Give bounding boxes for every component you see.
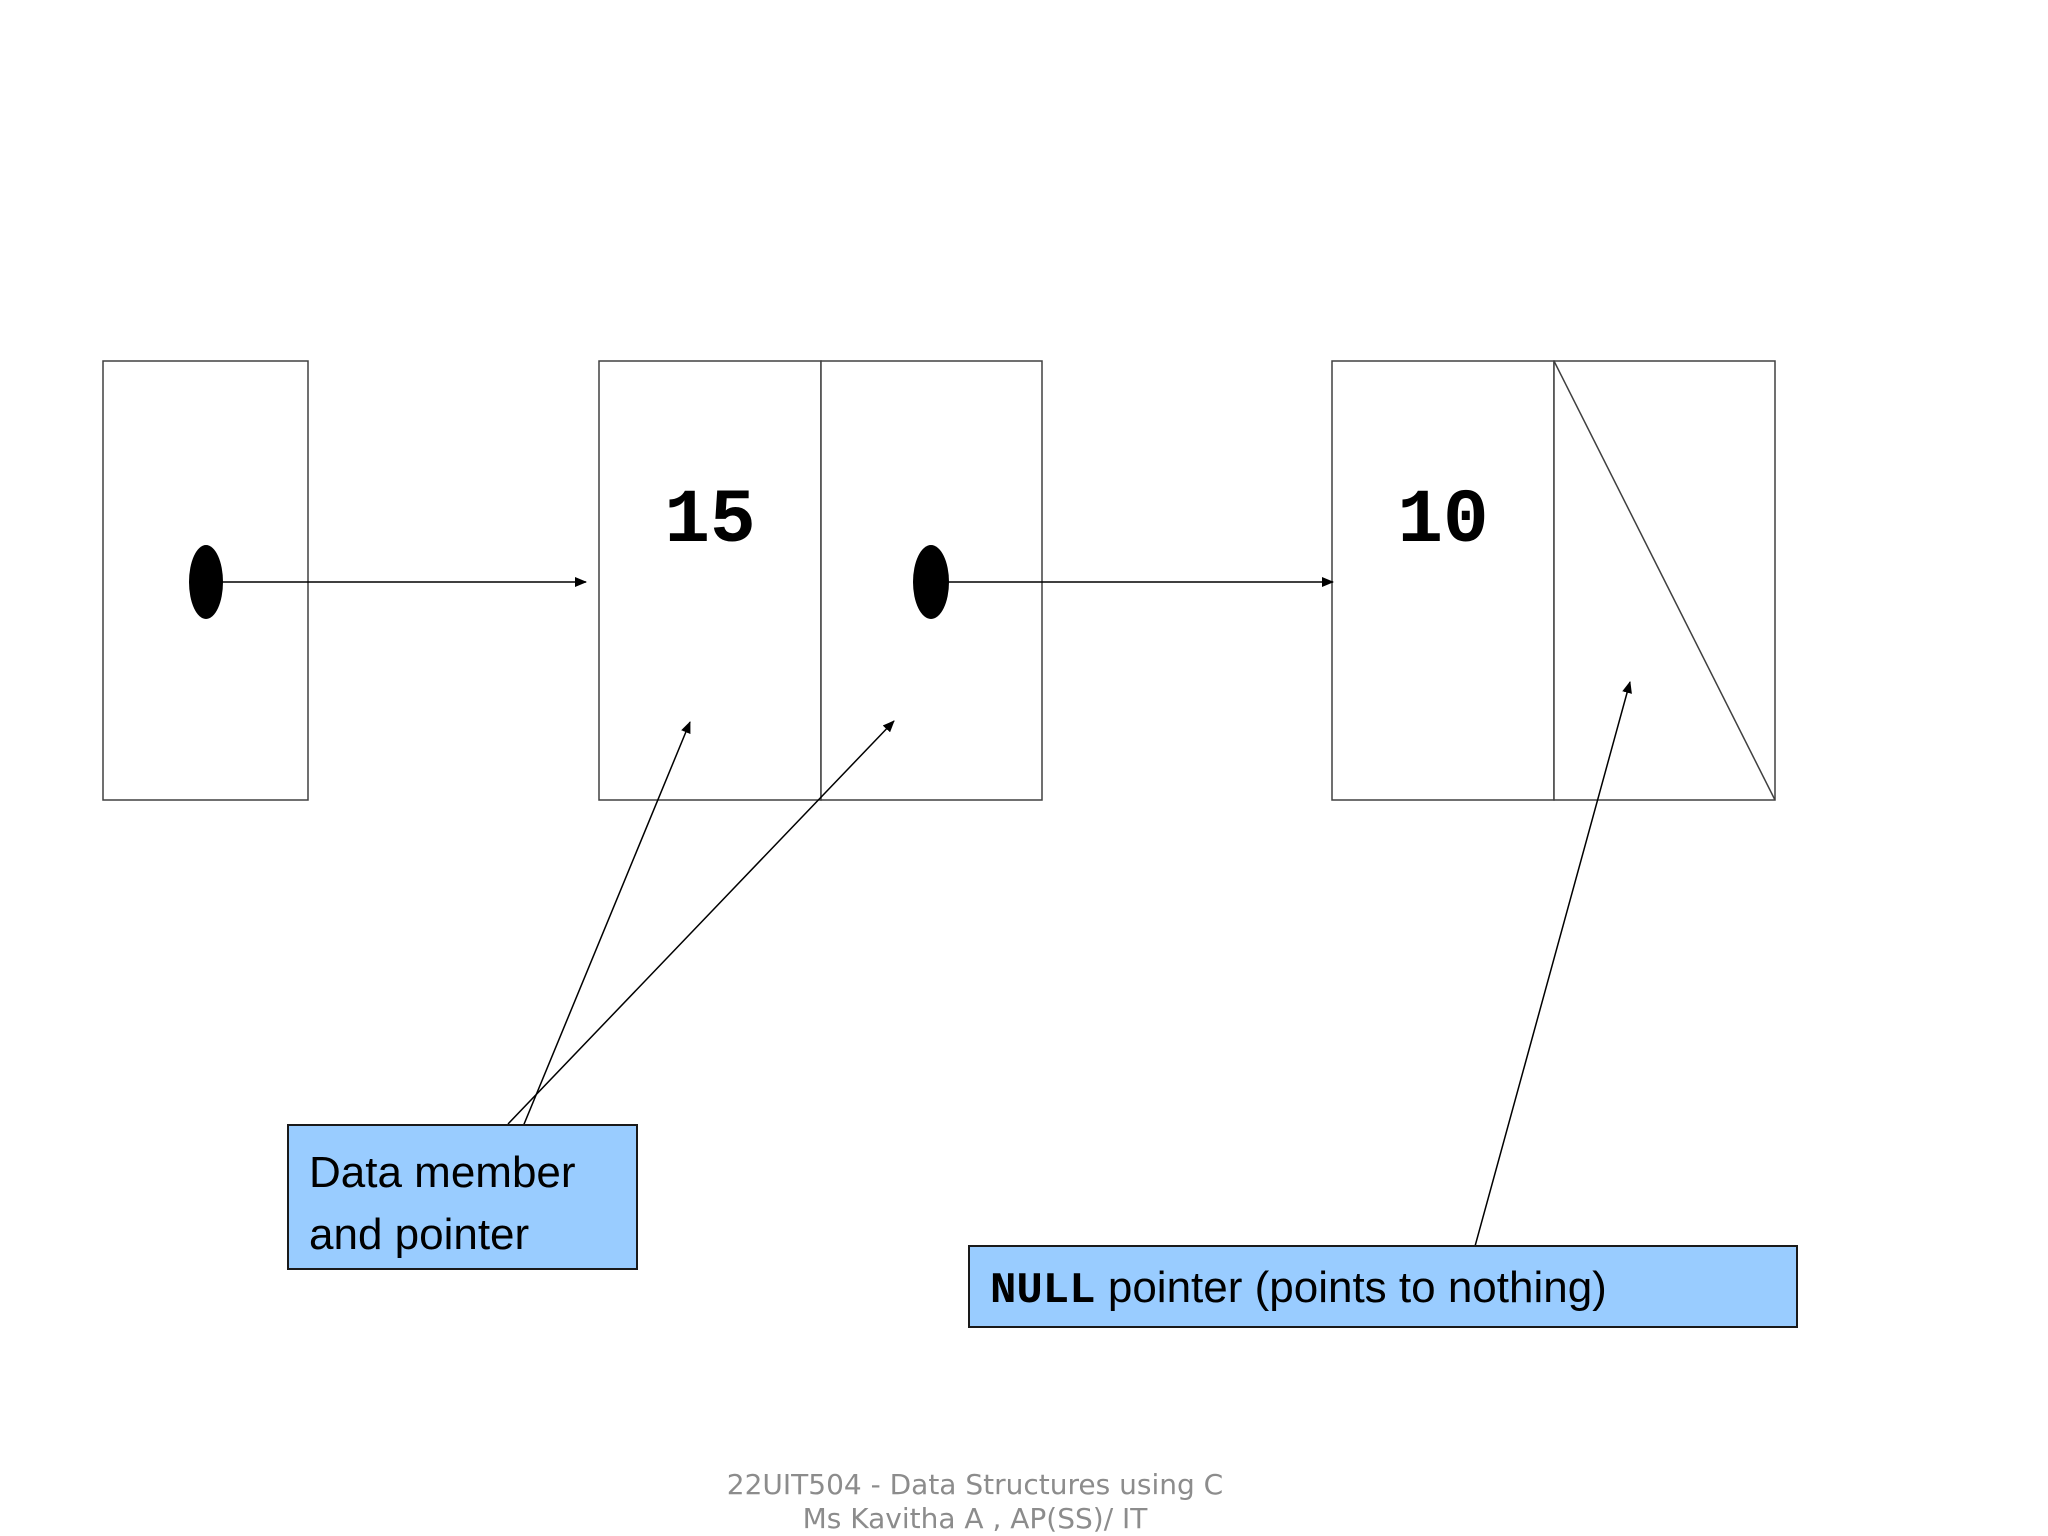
head-pointer-node — [102, 360, 309, 801]
data-member-callout-line-2: and pointer — [309, 1210, 530, 1259]
node-10: 10 — [1331, 360, 1776, 801]
null-keyword: NULL — [990, 1266, 1096, 1316]
footer-author: Ms Kavitha A , AP(SS)/ IT — [802, 1502, 1148, 1535]
node-10-value: 10 — [1397, 478, 1488, 564]
callout-to-data-member-arrow — [507, 721, 691, 1164]
footer-course-title: 22UIT504 - Data Structures using C — [726, 1468, 1224, 1501]
null-pointer-description: pointer (points to nothing) — [1095, 1263, 1607, 1312]
node-15: 15 — [598, 360, 1043, 801]
data-member-callout-line-1: Data member — [309, 1148, 576, 1197]
node-15-value: 15 — [664, 478, 755, 564]
null-pointer-slash — [1553, 360, 1776, 801]
null-pointer-callout: NULL pointer (points to nothing) — [968, 1245, 1798, 1328]
callout-to-pointer-arrow — [507, 720, 895, 1125]
node-15-data-cell — [598, 360, 822, 801]
callout-to-null-pointer-arrow — [1465, 681, 1632, 1280]
node-10-data-cell — [1331, 360, 1555, 801]
data-member-callout: Data member and pointer — [287, 1124, 638, 1270]
